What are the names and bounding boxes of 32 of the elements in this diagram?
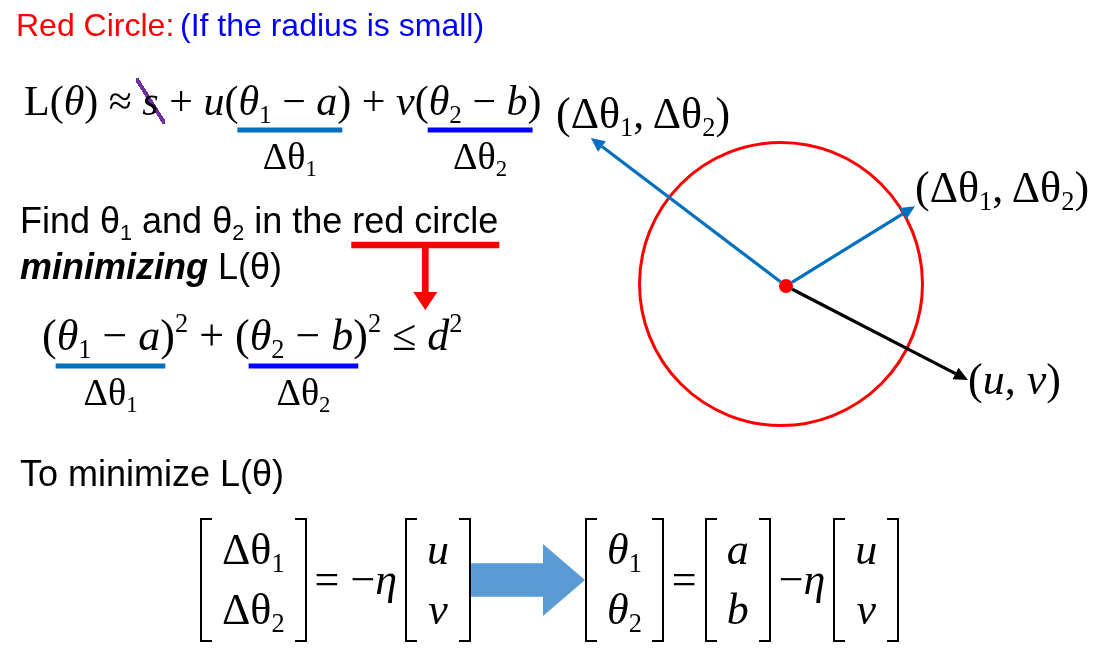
center-dot — [779, 279, 793, 293]
matrix-equation — [585, 518, 900, 642]
instruction-text: Find θ$_{1}$ and θ$_{2}$ in the red circle minimizing L(θ) — [20, 198, 560, 290]
matrix-entry: Δθ$_{1}$ — [222, 524, 285, 580]
subtitle-text: (If the radius is small) — [180, 6, 485, 45]
arrow — [791, 206, 915, 284]
matrix-entry: a — [726, 524, 749, 576]
formula-annotation: Δθ$_{2}$ — [276, 370, 331, 416]
matrix-entry: u — [855, 524, 878, 576]
math-operator: = −η — [314, 553, 398, 606]
vector-label: (Δθ$_{1}$, Δθ$_{2}$) — [556, 90, 731, 138]
matrix-entry: u — [427, 524, 450, 576]
matrix-entry: b — [726, 584, 749, 636]
matrix-equation — [200, 518, 472, 642]
formula-annotation: Δθ$_{2}$ — [453, 134, 508, 180]
vector-label: (u, v) — [968, 356, 1061, 404]
constraint-formula: (θ$_{1}$ − a)$^{2}$ + (θ$_{2}$ − b)$^{2}$ ≤ d$^{2}$ — [42, 310, 463, 363]
slide-title: Red Circle: — [16, 6, 175, 45]
arrow — [791, 287, 968, 380]
step-heading: To minimize L(θ) — [20, 452, 285, 496]
math-operator: = — [671, 553, 697, 606]
vector-label: (Δθ$_{1}$, Δθ$_{2}$) — [915, 164, 1090, 212]
formula-annotation: Δθ$_{1}$ — [262, 134, 317, 180]
matrix-entry: θ$_{1}$ — [607, 524, 642, 580]
matrix-entry: v — [428, 584, 448, 636]
math-operator: −η — [778, 553, 826, 606]
matrix-entry: Δθ$_{2}$ — [222, 584, 285, 640]
arrow — [590, 138, 782, 284]
matrix-entry: v — [856, 584, 877, 636]
formula-annotation: Δθ$_{1}$ — [83, 370, 138, 416]
matrix-entry: θ$_{2}$ — [607, 584, 642, 640]
block-arrow — [471, 544, 585, 616]
